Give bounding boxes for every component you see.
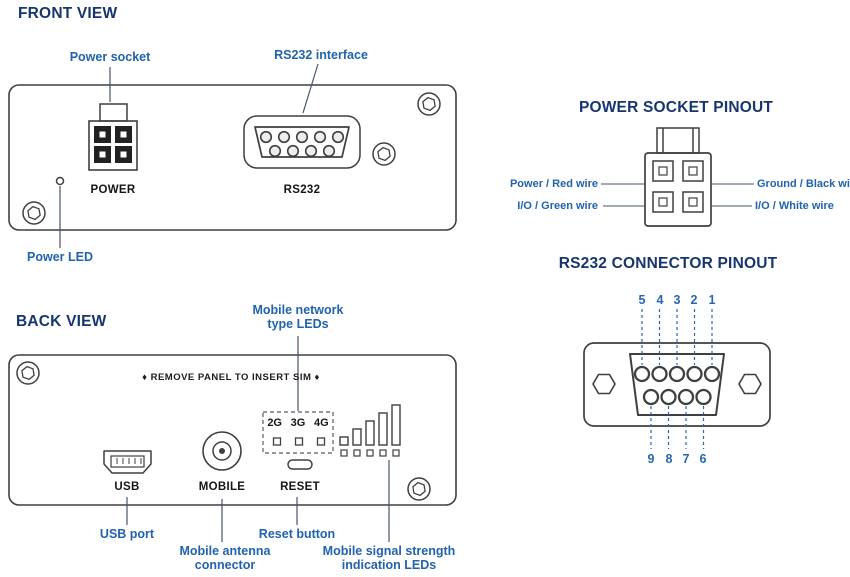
pin-number-3: 3 [673,293,681,307]
network-leds-callout: Mobile network type LEDs [252,303,344,332]
screw-icon [372,142,396,166]
antenna-connector-drawing [202,431,242,471]
back-view-title: BACK VIEW [16,313,107,330]
pin-number-6: 6 [699,452,707,466]
reset-port-label: RESET [280,481,320,493]
front-view-title: FRONT VIEW [18,5,118,22]
pin-number-8: 8 [665,452,673,466]
signal-strength-bars [339,404,401,446]
power-port-label: POWER [90,184,136,196]
power-socket-callout: Power socket [69,50,151,64]
signal-led-squares [340,449,400,457]
pin-power-red-label: Power / Red wire [509,178,598,190]
usb-connector-drawing [103,450,152,474]
rs232-interface-callout: RS232 interface [274,48,368,62]
screw-icon [407,477,431,501]
pin-number-5: 5 [638,293,646,307]
screw-icon [22,201,46,225]
pin-io-white-label: I/O / White wire [755,200,834,212]
hex-nut-icon [738,373,762,395]
pin-number-9: 9 [647,452,655,466]
pin-number-7: 7 [682,452,690,466]
rs232-pin-dash-lines [641,309,713,449]
power-led-callout: Power LED [27,250,93,264]
power-pinout-drawing [644,127,712,227]
pin-number-2: 2 [690,293,698,307]
power-pinout-title: POWER SOCKET PINOUT [578,99,774,116]
usb-callout: USB port [99,527,155,541]
front-callout-lines [59,63,319,248]
pin-ground-black-label: Ground / Black wire [757,178,850,190]
usb-port-label: USB [114,481,140,493]
network-led-labels: 2G 3G 4G [263,417,333,429]
pin-number-1: 1 [708,293,716,307]
back-panel-drawing [8,354,457,506]
screw-icon [16,361,40,385]
reset-button-drawing [287,459,313,470]
power-socket-drawing [88,103,138,171]
led-4g-label: 4G [313,417,329,429]
pin-io-green-label: I/O / Green wire [517,200,598,212]
hex-nut-icon [592,373,616,395]
screw-icon [417,92,441,116]
network-led-dashed-box [262,411,334,454]
front-panel-drawing [8,84,457,231]
reset-callout: Reset button [258,527,336,541]
rs232-connector-drawing [243,115,361,169]
network-led-squares [272,437,326,446]
power-pinout-leader-lines [601,183,754,207]
rs232-port-label: RS232 [283,184,321,196]
antenna-callout: Mobile antenna connector [179,544,271,573]
sim-insert-notice: ♦ REMOVE PANEL TO INSERT SIM ♦ [142,372,320,383]
signal-leds-callout: Mobile signal strength indication LEDs [322,544,456,573]
pin-number-4: 4 [656,293,664,307]
rs232-pinout-drawing [583,342,771,427]
back-callout-lines [126,336,390,542]
rs232-pinout-title: RS232 CONNECTOR PINOUT [558,255,778,272]
led-3g-label: 3G [290,417,306,429]
led-2g-label: 2G [267,417,282,429]
power-led-dot [55,176,65,186]
mobile-port-label: MOBILE [198,481,246,493]
